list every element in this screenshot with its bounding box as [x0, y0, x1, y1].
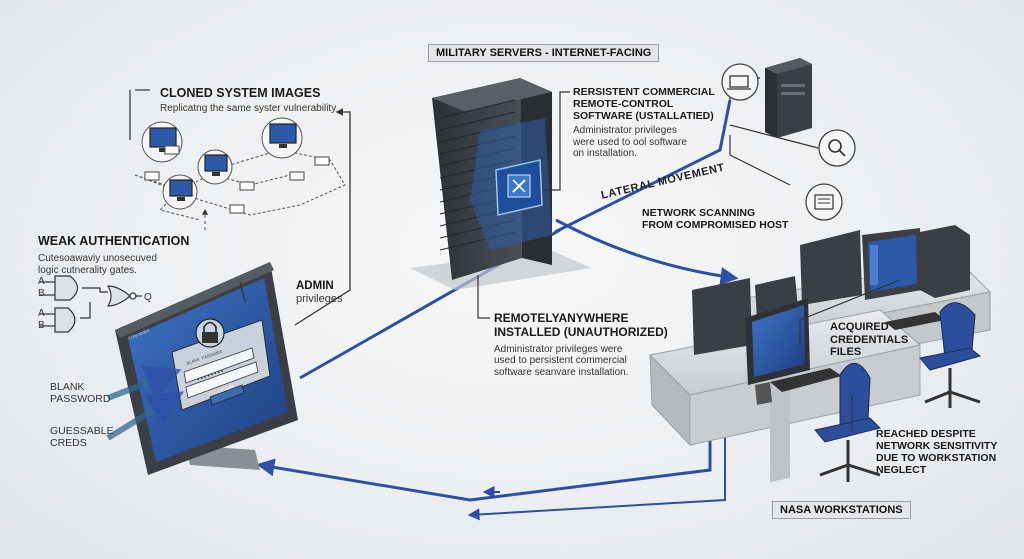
- acquired-line3: FILES: [830, 346, 862, 359]
- acquired-credentials-label: ACQUIRED CREDENTIALS FILES: [830, 321, 908, 359]
- tower-pc: [765, 58, 812, 138]
- reached-line3: DUE TO WORKSTATION: [876, 452, 997, 465]
- guessable-line2: CREDS: [50, 437, 87, 450]
- blank-password-line2: PASSWORD: [50, 393, 111, 406]
- admin-sub: privileges: [296, 293, 343, 306]
- flow-scanning-arrow: [555, 218, 739, 285]
- weak-auth-title: WEAK AUTHENTICATION: [38, 234, 190, 248]
- cloned-monitor-2: [261, 117, 303, 159]
- remotely-desc1: Administrator privileges were: [494, 343, 623, 355]
- persistent-software-label: RERSISTENT COMMERCIAL REMOTE-CONTROL SOF…: [573, 86, 715, 160]
- gate-input-a1: A: [38, 276, 45, 287]
- weak-auth-line1: Cutesoawaviy unosecuved: [38, 253, 157, 265]
- persistent-desc3: on installation.: [573, 148, 637, 160]
- military-servers-tag: MILITARY SERVERS - INTERNET-FACING: [428, 44, 660, 62]
- gate-input-a2: A: [38, 308, 45, 319]
- weak-auth-label: WEAK AUTHENTICATION Cutesoawaviy unosecu…: [38, 234, 189, 276]
- weak-auth-line2: logic cutnerality gates.: [38, 264, 137, 276]
- admin-title: ADMIN: [296, 280, 334, 292]
- remotely-installed-label: REMOTELYANYWHERE INSTALLED (UNAUTHORIZED…: [494, 311, 668, 378]
- network-scanning-label: NETWORK SCANNING FROM COMPROMISED HOST: [642, 207, 788, 231]
- reached-despite-label: REACHED DESPITE NETWORK SENSITIVITY DUE …: [876, 428, 997, 476]
- remotely-line2: INSTALLED (UNAUTHORIZED): [494, 324, 668, 339]
- remote-devices: [721, 58, 856, 221]
- acquired-line2: CREDENTIALS: [830, 333, 909, 346]
- persistent-line2: REMOTE-CONTROL: [573, 98, 674, 111]
- guessable-creds-label: GUESSABLE CREDS: [50, 425, 114, 449]
- remotely-desc2: used to persistent commercial: [494, 355, 627, 367]
- search-icon: [818, 129, 856, 167]
- network-node-icon: [144, 145, 330, 214]
- gate-input-b2: B: [38, 320, 45, 331]
- reached-line1: REACHED DESPITE: [876, 428, 976, 440]
- tools-icon: [507, 174, 531, 198]
- cloned-images-label: CLONED SYSTEM IMAGES Replicatng the same…: [160, 86, 336, 115]
- cloned-monitor-1: [141, 121, 183, 163]
- blank-password-line1: BLANK: [50, 381, 85, 393]
- scanning-line2: FROM COMPROMISED HOST: [642, 219, 789, 232]
- lock-icon: [195, 318, 225, 348]
- server-rack: [410, 78, 592, 290]
- cloned-monitor-3: [197, 149, 233, 185]
- nasa-workstations-tag: NASA WORKSTATIONS: [772, 501, 911, 519]
- gate-output-q: Q: [144, 292, 152, 303]
- admin-label: ADMIN privileges: [296, 280, 342, 306]
- persistent-desc2: were used to ool software: [573, 136, 687, 148]
- acquired-line1: ACQUIRED: [830, 321, 889, 333]
- cloned-images-subtitle: Replicatng the same syster vulnerability: [160, 103, 337, 115]
- reached-line2: NETWORK SENSITIVITY: [876, 440, 998, 453]
- persistent-line1: RERSISTENT COMMERCIAL: [573, 86, 715, 98]
- reached-line4: NEGLECT: [876, 464, 927, 477]
- compromised-laptop: [115, 262, 298, 475]
- persistent-desc1: Administrator privileges: [573, 125, 677, 137]
- cloned-monitor-4: [162, 174, 198, 210]
- blank-password-label: BLANK PASSWORD: [50, 381, 110, 405]
- cloned-network: [129, 89, 351, 326]
- flow-server-to-lateral: [554, 99, 732, 234]
- persistent-line3: SOFTWARE (USTALLATIED): [573, 110, 714, 123]
- cloned-images-title: CLONED SYSTEM IMAGES: [160, 86, 321, 100]
- gate-input-b1: B: [38, 288, 45, 299]
- document-icon: [805, 183, 843, 221]
- office-chair-2: [919, 302, 982, 408]
- guessable-line1: GUESSABLE: [50, 425, 114, 437]
- scanning-line1: NETWORK SCANNING: [642, 207, 756, 219]
- folder-icon: [721, 63, 759, 101]
- remotely-desc3: software seanvare installation.: [494, 366, 629, 378]
- logic-gates: [40, 275, 142, 333]
- remotely-line1: REMOTELYANYWHERE: [494, 311, 629, 325]
